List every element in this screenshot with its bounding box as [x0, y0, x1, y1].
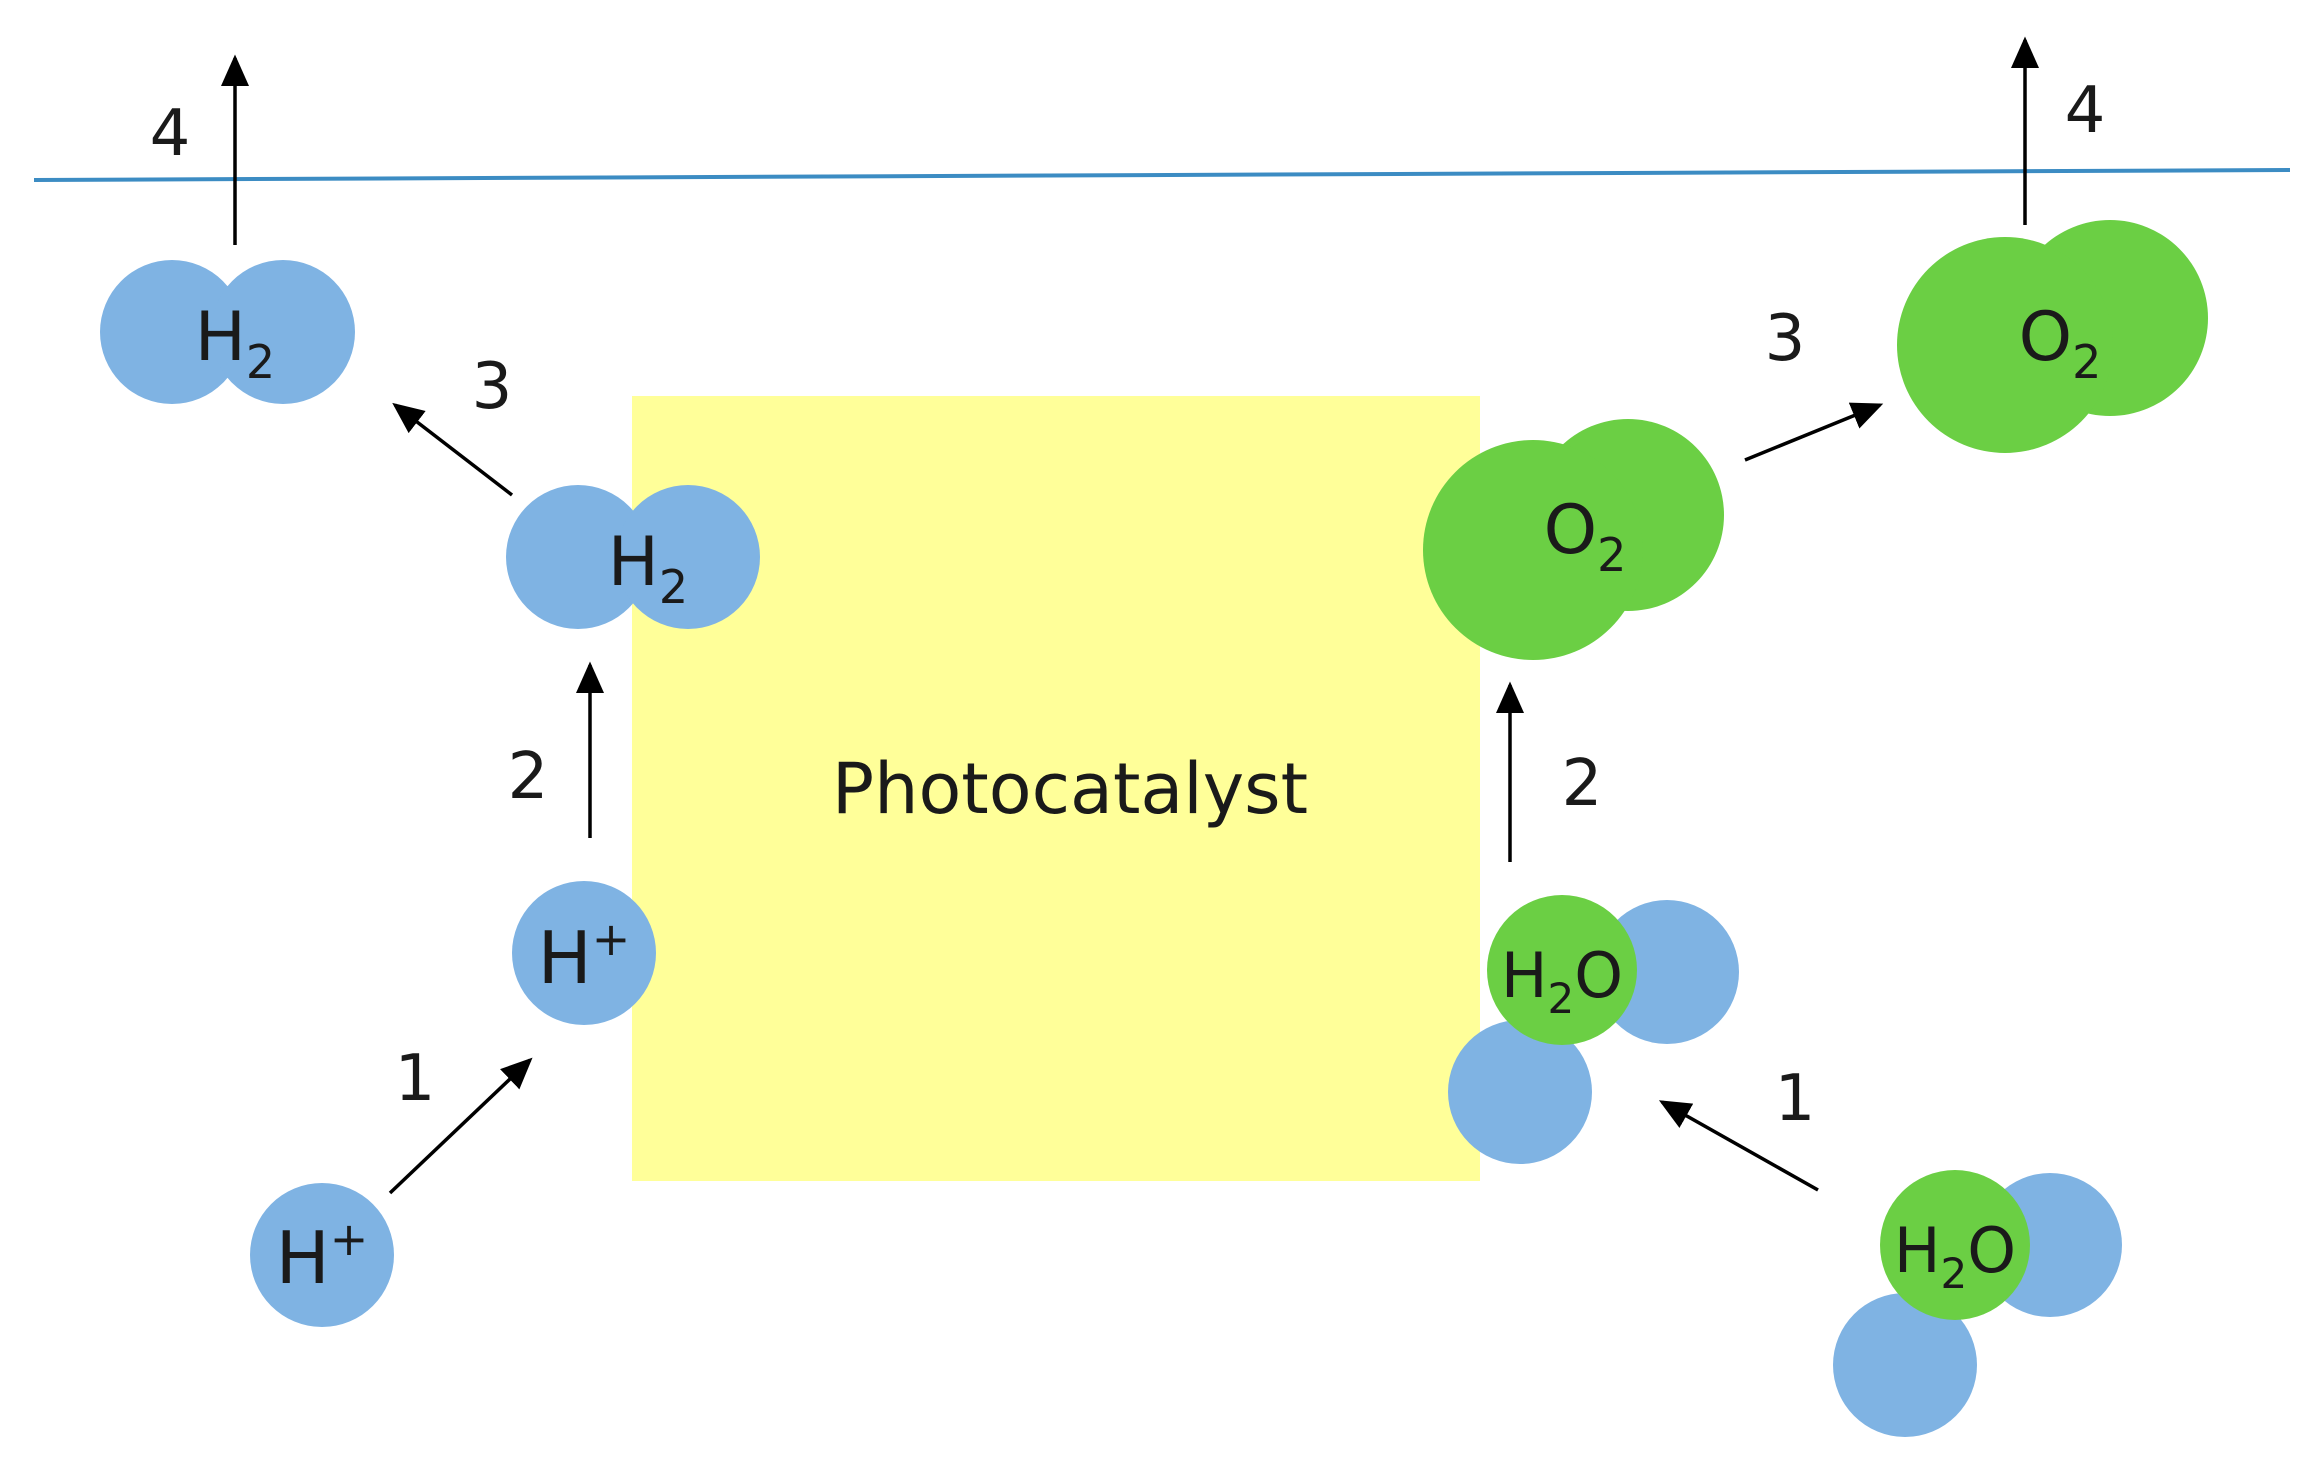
surface-line [33, 168, 2291, 182]
h2-released-molecule: H2 [100, 260, 355, 404]
left-step3-label: 3 [472, 350, 513, 424]
right-step1-label: 1 [1775, 1062, 1816, 1136]
svg-text:H2: H2 [608, 523, 688, 614]
h-plus-bulk-ion: H+ [250, 1183, 394, 1327]
svg-text:H2O: H2O [1894, 1214, 2016, 1298]
h2o-bulk-h: H [1894, 1214, 1941, 1287]
left-step1-label: 1 [395, 1042, 436, 1116]
h2o-bulk-sub: 2 [1941, 1249, 1968, 1298]
h-plus-bulk-sup: + [330, 1212, 369, 1266]
h2o-surface-o: O [1574, 939, 1623, 1012]
left-step4-label: 4 [150, 97, 191, 171]
left-step2-label: 2 [508, 740, 549, 814]
svg-text:H2O: H2O [1501, 939, 1623, 1023]
svg-text:H+: H+ [538, 912, 631, 1000]
left-step1-arrow [388, 1057, 533, 1195]
h-plus-surface-sup: + [592, 912, 631, 966]
o2-released-sub: 2 [2072, 335, 2101, 389]
h2-released-sub: 2 [246, 335, 275, 389]
right-step2-label: 2 [1562, 747, 1603, 821]
h2o-surface-sub: 2 [1548, 974, 1575, 1023]
svg-text:H2: H2 [195, 298, 275, 389]
o2-surface-base: O [1544, 491, 1598, 570]
o2-surface-sub: 2 [1597, 528, 1626, 582]
h2o-surface-molecule: H2O [1448, 895, 1739, 1164]
h2o-surface-h: H [1501, 939, 1548, 1012]
h2o-bulk-o: O [1967, 1214, 2016, 1287]
h2-released-base: H [195, 298, 246, 377]
photocatalyst-label: Photocatalyst [832, 748, 1308, 830]
right-step4-label: 4 [2065, 74, 2106, 148]
left-step3-arrow [392, 402, 514, 497]
o2-released-base: O [2019, 298, 2073, 377]
h-plus-surface-base: H [538, 916, 592, 1000]
h2-surface-base: H [608, 523, 659, 602]
o2-surface-molecule: O2 [1423, 419, 1724, 660]
right-step3-label: 3 [1765, 302, 1806, 376]
h2-surface-molecule: H2 [506, 485, 760, 629]
h-plus-bulk-base: H [276, 1216, 330, 1300]
svg-text:O2: O2 [2019, 298, 2102, 389]
h2o-bulk-molecule: H2O [1833, 1170, 2122, 1437]
svg-text:H+: H+ [276, 1212, 369, 1300]
right-step1-arrow [1658, 1100, 1819, 1192]
h2-surface-sub: 2 [659, 560, 688, 614]
h-plus-surface-ion: H+ [512, 881, 656, 1025]
svg-text:O2: O2 [1544, 491, 1627, 582]
right-step3-arrow [1744, 402, 1884, 462]
o2-released-molecule: O2 [1897, 220, 2208, 453]
photocatalyst-block [632, 396, 1480, 1181]
